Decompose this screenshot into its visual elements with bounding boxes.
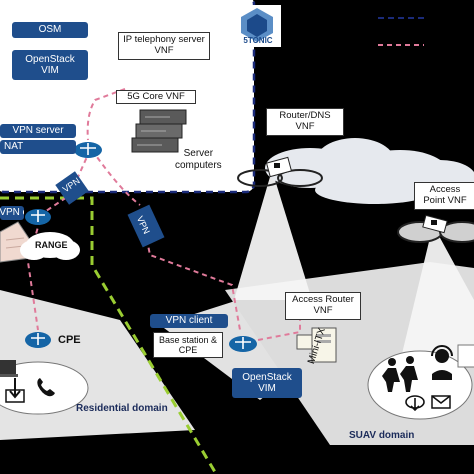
suav-side-device bbox=[457, 344, 474, 368]
drone-beam-left bbox=[234, 170, 312, 300]
nat-label: NAT bbox=[4, 141, 24, 153]
router-icon-cpe bbox=[25, 332, 51, 348]
edge-vpn-client-box: VPN client bbox=[150, 314, 228, 328]
openstack-vim-cloud-label: OpenStack VIM bbox=[25, 53, 75, 77]
5tonic-logo bbox=[233, 5, 281, 47]
people-icons bbox=[382, 356, 418, 392]
logo-text: 5TONIC bbox=[243, 36, 273, 45]
ip-telephony-vnf-box: IP telephony server VNF bbox=[118, 32, 210, 60]
base-station-cpe-label: Base station & CPE bbox=[158, 334, 218, 355]
openstack-vim-cloud-box: OpenStack VIM bbox=[12, 50, 88, 80]
cloud-download-icon bbox=[405, 395, 425, 412]
edge-openstack-vim-box: OpenStack VIM bbox=[232, 368, 302, 398]
server-computers-label: Server computers bbox=[175, 148, 222, 171]
cpe-label: CPE bbox=[58, 334, 81, 346]
vpn-link-left bbox=[55, 171, 89, 205]
access-point-vnf-label: Access Point VNF bbox=[423, 184, 467, 206]
vpn-server-box: VPN server bbox=[0, 124, 76, 138]
router-icon-edge bbox=[229, 336, 257, 352]
mail-icon bbox=[431, 395, 451, 409]
router-dns-vnf-label: Router/DNS VNF bbox=[279, 110, 331, 132]
range-label: RANGE bbox=[35, 240, 68, 250]
nat-box: NAT bbox=[0, 140, 76, 154]
headset-person-icon bbox=[431, 345, 453, 380]
core-5g-vnf-label: 5G Core VNF bbox=[127, 90, 185, 102]
suav-devices-area bbox=[367, 350, 473, 420]
router-icon-cloud bbox=[74, 142, 102, 158]
drone-beam-right bbox=[400, 225, 474, 362]
osm-box: OSM bbox=[12, 22, 88, 38]
vpn-link-center bbox=[127, 204, 165, 248]
residential-boundary bbox=[0, 196, 217, 473]
edge-openstack-vim-label: OpenStack VIM bbox=[242, 371, 292, 395]
vpn-server-label: VPN server bbox=[12, 125, 64, 137]
edge-vpn-client-label: VPN client bbox=[165, 315, 213, 327]
laptop-icon bbox=[0, 360, 18, 377]
router-icon-residential bbox=[25, 209, 51, 225]
drone-icon-left bbox=[237, 156, 323, 187]
mini-itx-computer-icon bbox=[296, 327, 337, 363]
ip-telephony-vnf-label: IP telephony server VNF bbox=[123, 34, 205, 56]
residential-domain-label: Residential domain bbox=[76, 403, 168, 414]
access-router-vnf-label: Access Router VNF bbox=[292, 294, 354, 316]
download-icon bbox=[5, 378, 25, 403]
osm-label: OSM bbox=[38, 24, 62, 36]
router-dns-vnf-box: Router/DNS VNF bbox=[266, 108, 344, 136]
range-cloud bbox=[20, 232, 80, 260]
core-5g-vnf-box: 5G Core VNF bbox=[116, 90, 196, 104]
residential-vpn-client-label: VPN client bbox=[0, 207, 24, 219]
phone-icon bbox=[37, 378, 55, 397]
suav-domain-label: SUAV domain bbox=[349, 430, 415, 441]
residential-vpn-client-box: VPN client bbox=[0, 206, 24, 220]
access-router-vnf-box: Access Router VNF bbox=[285, 292, 361, 320]
base-station-cpe-box: Base station & CPE bbox=[153, 332, 223, 358]
drone-icon-right bbox=[397, 214, 474, 243]
access-point-vnf-box: Access Point VNF bbox=[414, 182, 474, 210]
server-computers-icon bbox=[131, 109, 187, 153]
